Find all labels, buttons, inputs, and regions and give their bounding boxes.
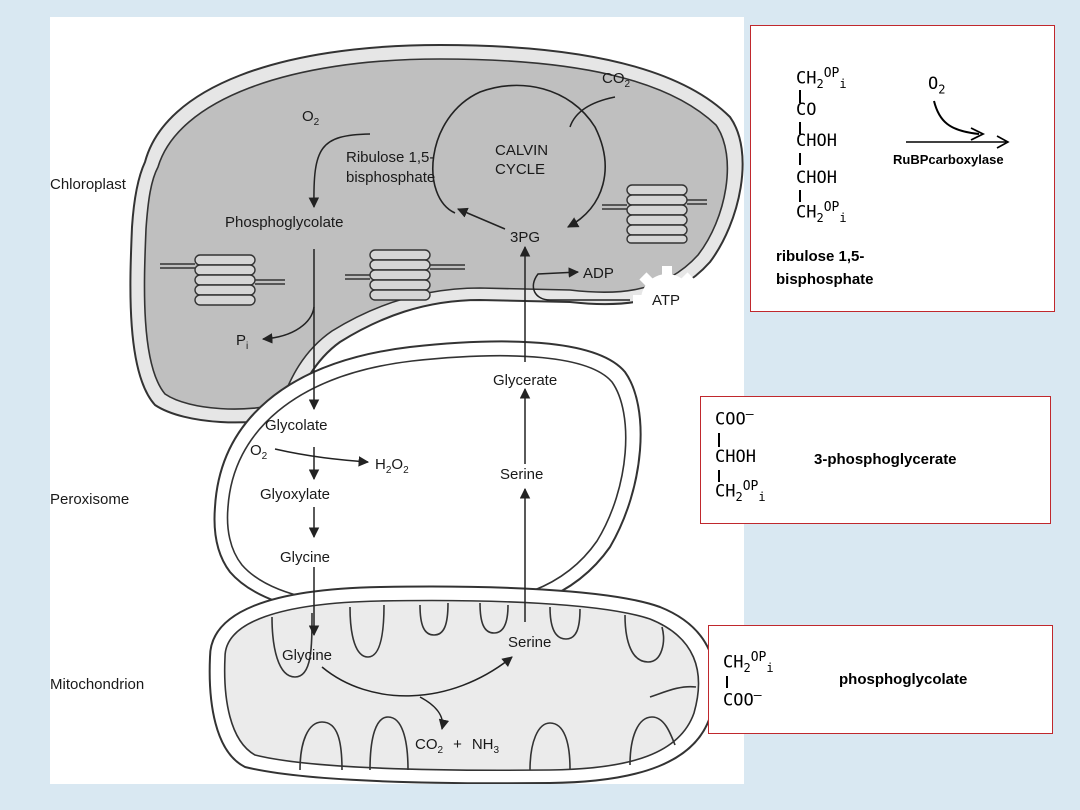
3pg-row-2: CHOH: [715, 447, 756, 467]
arrow-3pg-to-rubp: [457, 207, 506, 230]
rubp-structure-box: CH2OPi CO CHOH CHOH CH2OPi O2 RuBPcarbox…: [750, 25, 1055, 312]
3pg-row-3: CH2OPi: [715, 479, 766, 505]
rubp-label-line2: bisphosphate: [346, 169, 435, 186]
arrow-pi-release: [261, 306, 315, 344]
3pg-bond-2: [718, 470, 720, 482]
rubp-row-1: CH2OPi: [796, 66, 847, 92]
adp-label: ADP: [583, 265, 614, 282]
glycerate-label: Glycerate: [493, 372, 557, 389]
arrow-glycine-to-serine: [321, 656, 513, 697]
rubp-bond-3: [799, 153, 801, 165]
rubp-row-3: CHOH: [796, 131, 837, 151]
rubp-name-line2: bisphosphate: [776, 271, 874, 288]
mitochondrion-cristae: [271, 602, 697, 771]
pgly-name: phosphoglycolate: [839, 671, 968, 688]
atp-label: ATP: [652, 292, 680, 309]
pgly-row-2: COO–: [723, 688, 762, 711]
rubp-row-5: CH2OPi: [796, 200, 847, 226]
calvin-cycle-label-line2: CYCLE: [495, 161, 545, 178]
rubp-name-line1: ribulose 1,5-: [776, 248, 865, 265]
o2-label: O2: [302, 108, 320, 128]
peroxisome-inner-membrane: [226, 354, 627, 609]
arrow-o2-rubp-to-phosphoglycolate: [308, 133, 371, 209]
calvin-cycle-label-line1: CALVIN: [495, 142, 548, 159]
3pg-name: 3-phosphoglycerate: [814, 451, 957, 468]
serine-peroxisome-label: Serine: [500, 466, 543, 483]
co2-input-arc: [569, 96, 616, 128]
chloroplast-inner-membrane: [143, 58, 729, 410]
rubp-bond-1: [799, 90, 801, 103]
chloroplast-label: Chloroplast: [50, 176, 127, 193]
phosphoglycolate-structure-box: CH2OPi COO– phosphoglycolate: [708, 625, 1053, 734]
phosphoglycolate-label: Phosphoglycolate: [225, 214, 343, 231]
co2-label: CO2: [602, 70, 631, 90]
rubp-row-4: CHOH: [796, 168, 837, 188]
rubp-reaction-arrow: [906, 100, 1010, 149]
3pg-bond-1: [718, 433, 720, 447]
rubp-bond-4: [799, 190, 801, 202]
glycine-peroxisome-label: Glycine: [280, 549, 330, 566]
arrow-o2-to-h2o2: [274, 448, 370, 467]
pgly-row-1: CH2OPi: [723, 650, 774, 676]
serine-mito-label: Serine: [508, 634, 551, 651]
calvin-cycle-arc: [432, 84, 606, 228]
mitochondrion-label: Mitochondrion: [50, 676, 144, 693]
h2o2-label: H2O2: [375, 456, 409, 476]
rubp-bond-2: [799, 122, 801, 134]
peroxisome-label: Peroxisome: [50, 491, 129, 508]
atp-gear-icon: [633, 266, 701, 334]
arrow-atp-to-adp: [532, 267, 630, 301]
glyoxylate-label: Glyoxylate: [260, 486, 330, 503]
pgly-bond-1: [726, 676, 728, 688]
glycolate-label: Glycolate: [265, 417, 328, 434]
o2-peroxisome-label: O2: [250, 442, 268, 462]
glycine-mito-label: Glycine: [282, 647, 332, 664]
arrow-co2-nh3-release: [419, 696, 450, 731]
thylakoid-stack: [160, 184, 707, 306]
photorespiration-diagram: CO2 O2 CALVIN CYCLE Ribulose 1,5- bispho…: [50, 17, 744, 784]
3pg-structure-box: COO– CHOH CH2OPi 3-phosphoglycerate: [700, 396, 1051, 524]
rubp-row-2: CO: [796, 100, 817, 120]
diagram-svg: CO2 O2 CALVIN CYCLE Ribulose 1,5- bispho…: [50, 43, 744, 784]
co2-nh3-label: CO2+NH3: [415, 736, 500, 756]
rubp-label-line1: Ribulose 1,5-: [346, 149, 434, 166]
3pg-row-1: COO–: [715, 407, 754, 430]
3pg-label: 3PG: [510, 229, 540, 246]
rubp-enzyme-label: RuBPcarboxylase: [893, 152, 1004, 167]
rubp-o2-label: O2: [928, 74, 946, 97]
pi-label: Pi: [236, 332, 248, 352]
